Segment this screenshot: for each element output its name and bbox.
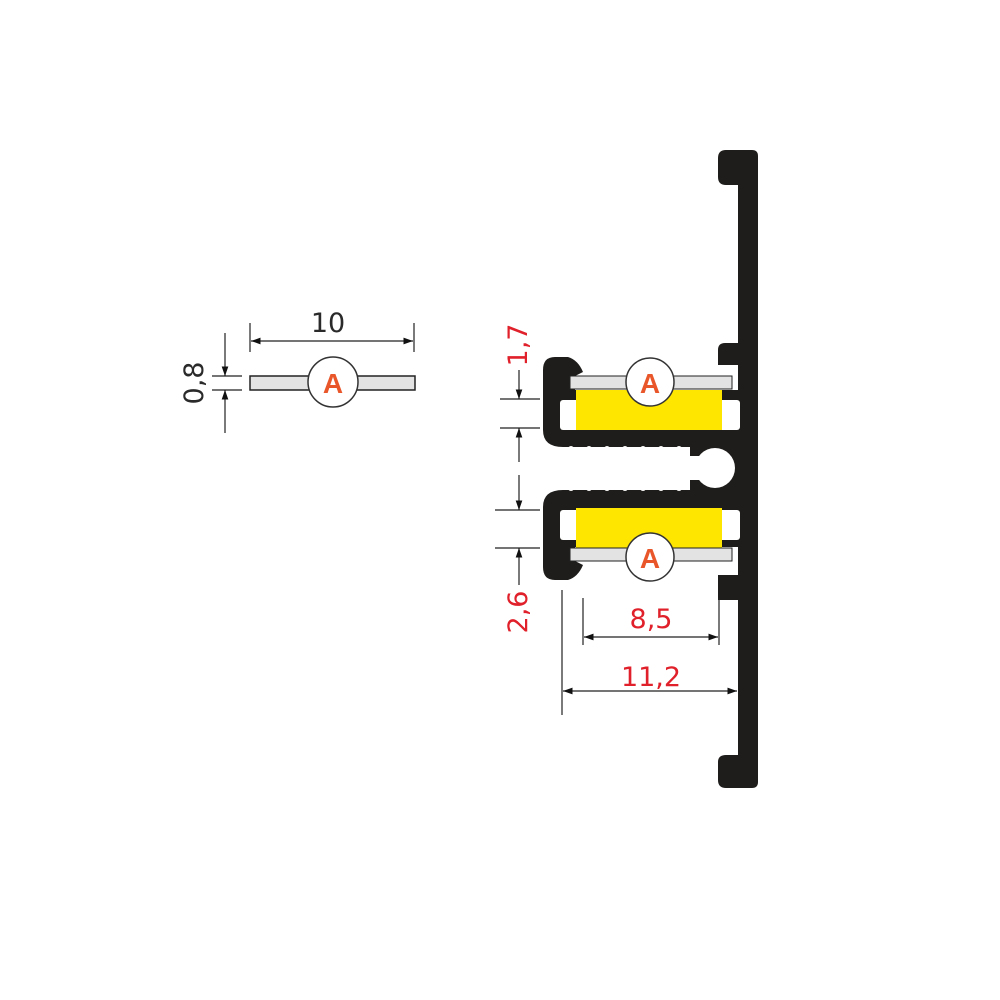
lower-badge-a: A [640,543,660,574]
diffuser-detail: A 10 0,8 [179,308,416,433]
badge-circle [307,356,359,408]
screw-channel-opening [690,456,712,480]
upper-badge-a: A [640,368,660,399]
dim-top-label: 1,7 [503,324,534,367]
dim-bottom-label: 2,6 [503,591,534,634]
ribs [568,446,682,491]
profile-dimensions [495,370,737,715]
profile-cross-section: A A [543,150,758,788]
lower-badge-circle [625,532,675,582]
badge-a: A [323,368,343,399]
dim-inner-width-label: 8,5 [630,604,673,635]
thickness-label: 0,8 [179,362,210,405]
width-label: 10 [311,308,345,339]
dim-outer-width-label: 11,2 [621,662,681,693]
upper-badge-circle [625,357,675,407]
